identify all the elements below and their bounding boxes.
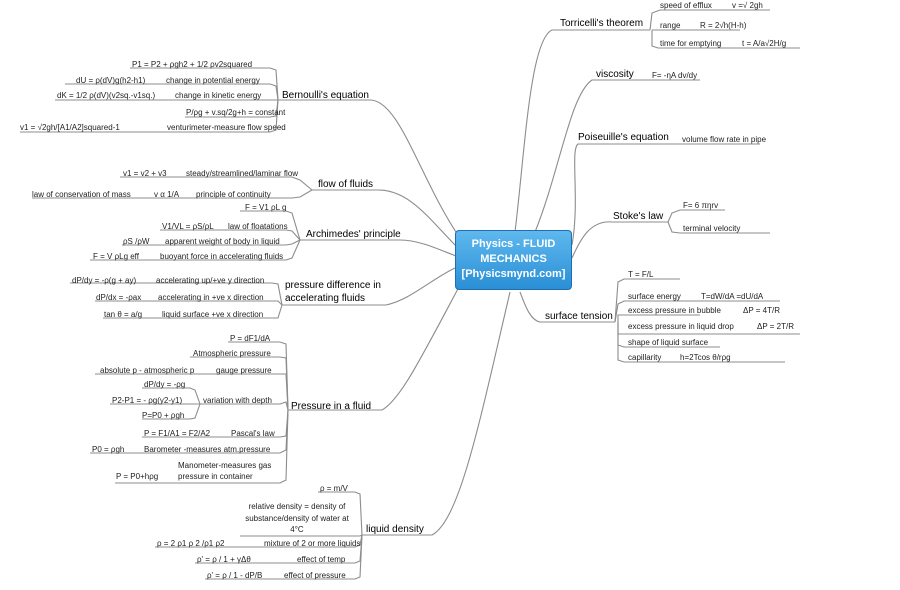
flow-item[interactable]: steady/streamlined/laminar flow (186, 169, 299, 178)
bernoulli-item[interactable]: change in kinetic energy (175, 91, 262, 100)
flow-item[interactable]: principle of continuity (196, 190, 271, 199)
branch-pressure-difference-line-2[interactable]: accelerating fluids (285, 293, 366, 304)
viscosity-item[interactable]: F= -ηA dv/dy (652, 71, 698, 80)
surface-tension-formula[interactable]: ΔP = 4T/R (743, 306, 780, 315)
liquid-density-item-formula[interactable]: ρ' = ρ / 1 - dP/B (207, 571, 263, 580)
central-topic[interactable]: Physics - FLUID MECHANICS [Physicsmynd.c… (455, 230, 572, 290)
surface-tension-formula[interactable]: h=2Tcos θ/rρg (680, 353, 731, 362)
central-topic-line-3: [Physicsmynd.com] (461, 268, 566, 280)
branch-pressure-difference-line-1[interactable]: pressure difference in (285, 280, 381, 291)
flow-item-extra[interactable]: law of conservation of mass (32, 190, 131, 199)
branch-torricelli[interactable]: Torricelli's theorem (560, 18, 644, 29)
liquid-density-item-formula[interactable]: ρ' = ρ / 1 + γΔθ (197, 555, 251, 564)
branch-bernoulli[interactable]: Bernoulli's equation (282, 90, 369, 101)
stokes-item[interactable]: F= 6 πηrv (683, 201, 719, 210)
archimedes-item[interactable]: apparent weight of body in liquid (165, 237, 280, 246)
surface-tension-item[interactable]: excess pressure in liquid drop (628, 322, 734, 331)
torricelli-item-label[interactable]: speed of efflux (660, 1, 712, 10)
branch-archimedes[interactable]: Archimedes' principle (306, 229, 401, 240)
torricelli-item-label[interactable]: range (660, 21, 681, 30)
bernoulli-item[interactable]: P/ρg + v.sq/2g+h = constant (186, 108, 286, 117)
torricelli-item-formula[interactable]: t = A/a√2H/g (742, 39, 787, 48)
flow-item-formula[interactable]: v1 = v2 + v3 (123, 169, 167, 178)
bernoulli-item[interactable]: change in potential energy (166, 76, 260, 85)
bernoulli-item-formula[interactable]: v1 = √2gh/[A1/A2]squared-1 (20, 123, 120, 132)
liquid-density-item[interactable]: effect of pressure (284, 571, 346, 580)
archimedes-item-formula[interactable]: F = V ρLg eff (93, 252, 139, 261)
branch-flow-of-fluids[interactable]: flow of fluids (318, 179, 374, 190)
branch-pressure-in-fluid[interactable]: Pressure in a fluid (291, 401, 372, 412)
depth-sub-item[interactable]: dP/dy = -ρg (144, 380, 186, 389)
flow-item-formula[interactable]: v α 1/A (154, 190, 180, 199)
liquid-density-item-line-2[interactable]: substance/density of water at (245, 514, 349, 523)
archimedes-item-formula[interactable]: V1/VL = ρS/ρL (162, 222, 214, 231)
surface-tension-item[interactable]: capillarity (628, 353, 662, 362)
liquid-density-item-formula[interactable]: ρ = 2 ρ1 ρ 2 /ρ1 ρ2 (157, 539, 225, 548)
branch-poiseuille[interactable]: Poiseuille's equation (578, 132, 669, 143)
surface-tension-formula[interactable]: ΔP = 2T/R (757, 322, 794, 331)
liquid-density-item[interactable]: ρ = m/V (320, 484, 348, 493)
archimedes-item[interactable]: F = V1 ρL g (245, 203, 287, 212)
branch-stokes-law[interactable]: Stoke's law (613, 211, 664, 222)
bernoulli-item-formula[interactable]: dK = 1/2 ρ(dV)(v2sq.-v1sq.) (57, 91, 156, 100)
archimedes-item-formula[interactable]: ρS /ρW (123, 237, 150, 246)
pressure-fluid-item[interactable]: Atmospheric pressure (193, 349, 271, 358)
bernoulli-item-formula[interactable]: dU = ρ(dV)g(h2-h1) (76, 76, 146, 85)
pressure-diff-item-formula[interactable]: tan θ = a/g (104, 310, 143, 319)
archimedes-item[interactable]: buoyant force in accelerating fluids (160, 252, 284, 261)
pressure-fluid-item-formula[interactable]: P = F1/A1 = F2/A2 (144, 429, 211, 438)
stokes-item[interactable]: terminal velocity (683, 224, 741, 233)
depth-sub-item[interactable]: P2-P1 = - ρg(y2-y1) (112, 396, 183, 405)
pressure-fluid-item-formula[interactable]: P0 = ρgh (92, 445, 125, 454)
surface-tension-item[interactable]: surface energy (628, 292, 681, 301)
pressure-diff-item-formula[interactable]: dP/dx = -ρax (96, 293, 142, 302)
torricelli-item-label[interactable]: time for emptying (660, 39, 722, 48)
pressure-fluid-item-line-1[interactable]: Manometer-measures gas (178, 461, 272, 470)
pressure-fluid-item-line-2[interactable]: pressure in container (178, 472, 253, 481)
branch-viscosity[interactable]: viscosity (596, 69, 634, 80)
pressure-fluid-item-formula[interactable]: P = P0+hρg (116, 472, 159, 481)
pressure-fluid-item[interactable]: gauge pressure (216, 366, 272, 375)
surface-tension-item[interactable]: shape of liquid surface (628, 338, 709, 347)
pressure-fluid-item-formula[interactable]: absolute p - atmospheric p (100, 366, 195, 375)
bernoulli-item[interactable]: venturimeter-measure flow speed (167, 123, 286, 132)
torricelli-item-formula[interactable]: v =√ 2gh (732, 1, 763, 10)
pressure-fluid-item[interactable]: Barometer -measures atm.pressure (144, 445, 271, 454)
liquid-density-item[interactable]: mixture of 2 or more liquids (264, 539, 361, 548)
pressure-diff-item[interactable]: liquid surface +ve x direction (162, 310, 264, 319)
central-topic-line-2: MECHANICS (480, 253, 547, 265)
poiseuille-item[interactable]: volume flow rate in pipe (682, 135, 767, 144)
archimedes-item[interactable]: law of floatations (228, 222, 288, 231)
central-topic-line-1: Physics - FLUID (471, 238, 556, 250)
torricelli-item-formula[interactable]: R = 2√h(H-h) (700, 21, 747, 30)
bernoulli-item[interactable]: P1 = P2 + ρgh2 + 1/2 ρv2squared (132, 60, 253, 69)
pressure-fluid-item[interactable]: P = dF1/dA (230, 334, 271, 343)
depth-sub-item[interactable]: P=P0 + ρgh (142, 411, 185, 420)
pressure-fluid-item[interactable]: variation with depth (203, 396, 272, 405)
pressure-fluid-item[interactable]: Pascal's law (231, 429, 275, 438)
surface-tension-item[interactable]: excess pressure in bubble (628, 306, 721, 315)
liquid-density-item-line-1[interactable]: relative density = density of (248, 502, 346, 511)
branch-surface-tension[interactable]: surface tension (545, 311, 613, 322)
liquid-density-item[interactable]: effect of temp (297, 555, 346, 564)
liquid-density-item-line-3[interactable]: 4°C (290, 525, 304, 534)
pressure-diff-item[interactable]: accelerating in +ve x direction (158, 293, 264, 302)
surface-tension-item[interactable]: T = F/L (628, 270, 654, 279)
surface-tension-formula[interactable]: T=dW/dA =dU/dA (701, 292, 764, 301)
pressure-diff-item[interactable]: accelerating up/+ve y direction (156, 276, 265, 285)
branch-liquid-density[interactable]: liquid density (366, 524, 424, 535)
pressure-diff-item-formula[interactable]: dP/dy = -ρ(g + ay) (72, 276, 137, 285)
